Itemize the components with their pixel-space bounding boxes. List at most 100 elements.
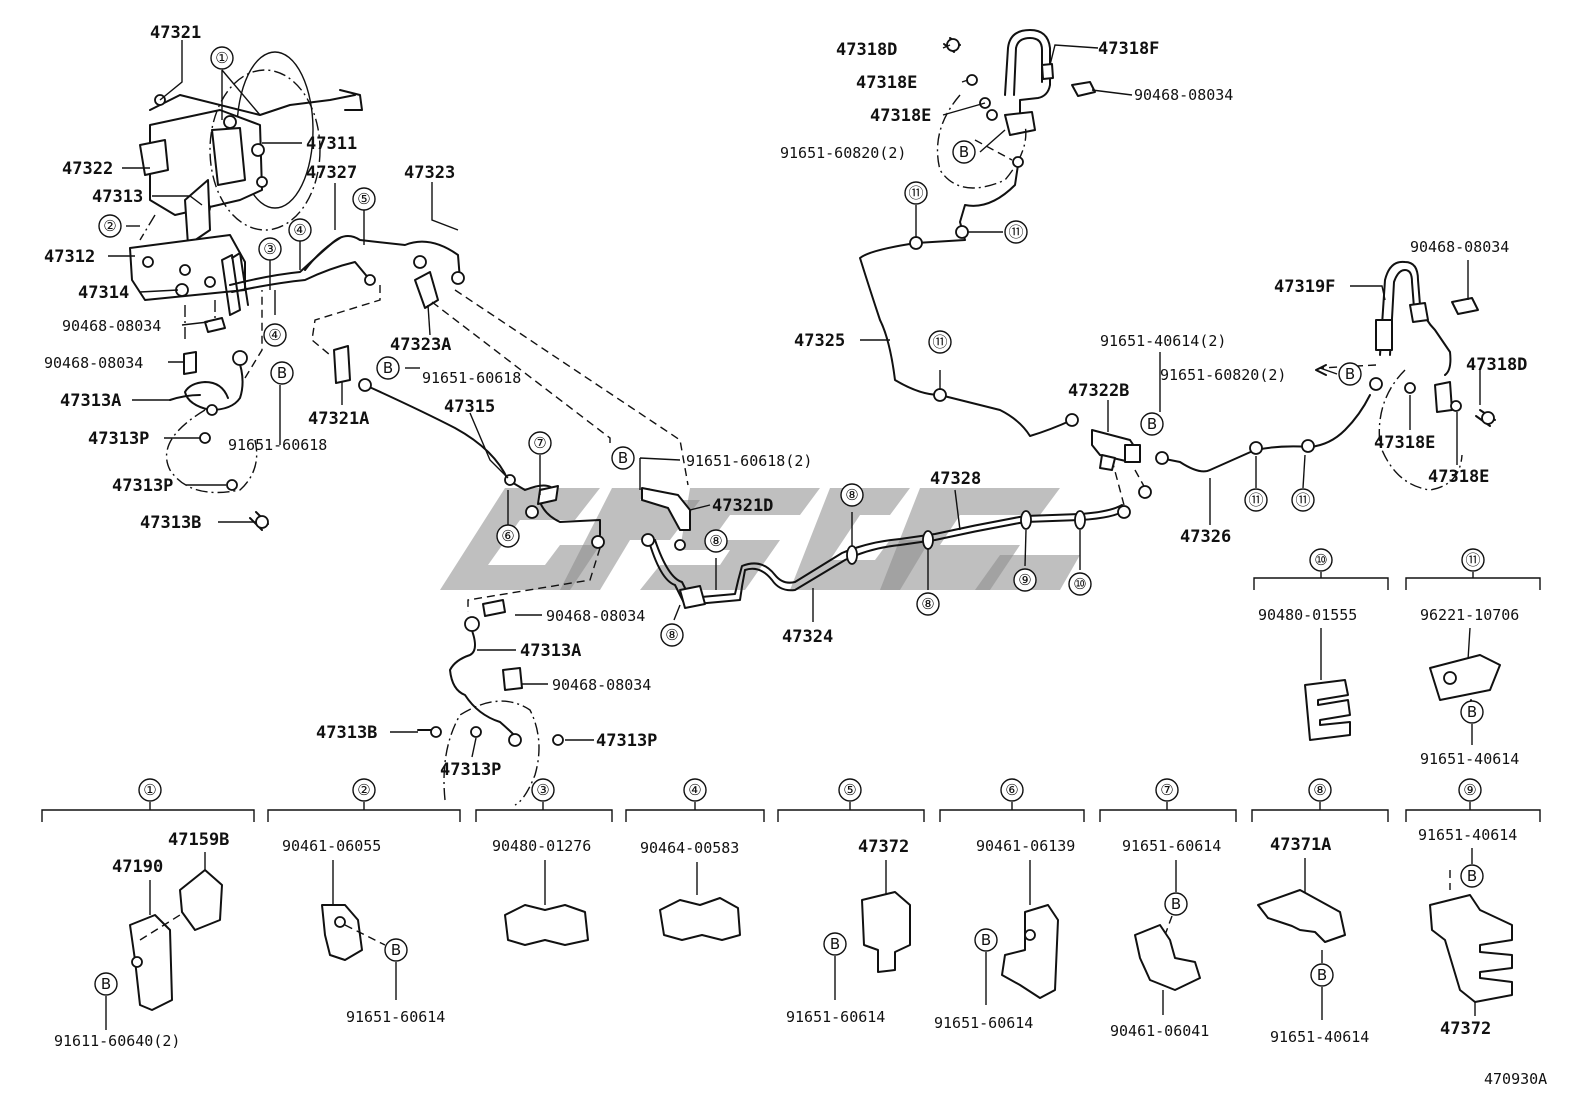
label-47322B: 47322B: [1068, 381, 1129, 401]
ref-6-main: ⑥: [501, 527, 514, 545]
inset-2-bracket: [321, 904, 363, 961]
inset-10: ⑩ 90480-01555: [1253, 548, 1389, 741]
inset-11-b: B: [1467, 703, 1477, 721]
inset-6: ⑥ 90461-06139 B 91651-60614: [934, 778, 1085, 1032]
inset-1-part-b: 47190: [112, 857, 163, 877]
inset-7-bracket: [1134, 924, 1201, 991]
inset-5-part: 47372: [858, 837, 909, 857]
ref-b-d: B: [959, 143, 969, 161]
inset-3-clip: [504, 904, 589, 946]
inset-8-part: 47371A: [1270, 835, 1331, 855]
inset-7-b: B: [1171, 895, 1181, 913]
center-tube-routing: [641, 459, 1152, 609]
label-47313P-a: 47313P: [88, 429, 149, 449]
part-labels: 47321 47311 47322 47313 47327 47323 4731…: [44, 23, 1527, 780]
watermark-logo: [440, 488, 1080, 590]
bolt-47313B-b: [430, 726, 442, 738]
label-47315: 47315: [444, 397, 495, 417]
inset-6-bolt: 91651-60614: [934, 1014, 1033, 1032]
clamp-47323A: [414, 271, 439, 309]
inset-9-bolt: 91651-40614: [1418, 826, 1517, 844]
label-47314: 47314: [78, 283, 129, 303]
label-47328: 47328: [930, 469, 981, 489]
label-47323: 47323: [404, 163, 455, 183]
ref-8-a: ⑧: [709, 532, 722, 550]
inset-5-bolt: 91651-60614: [786, 1008, 885, 1026]
label-47313B-a: 47313B: [140, 513, 201, 533]
label-47318D-a: 47318D: [836, 40, 897, 60]
rear-right-hose-assembly: [1315, 260, 1496, 491]
label-47318D-b: 47318D: [1466, 355, 1527, 375]
label-47312: 47312: [44, 247, 95, 267]
inset-7-ref: ⑦: [1160, 781, 1173, 799]
leader-lines: [108, 40, 1481, 758]
inset-1-bolt: 91611-60640(2): [54, 1032, 180, 1050]
inset-6-ref: ⑥: [1005, 781, 1018, 799]
label-47311: 47311: [306, 134, 357, 154]
inset-8: ⑧ 47371A B 91651-40614: [1251, 778, 1389, 1046]
ref-11-b: ⑪: [1008, 223, 1023, 241]
inset-7-part: 90461-06041: [1110, 1022, 1209, 1040]
label-47313A-a: 47313A: [60, 391, 121, 411]
ref-11-a: ⑪: [908, 184, 923, 202]
label-47313B-b: 47313B: [316, 723, 377, 743]
front-left-hose-assembly: [165, 290, 269, 531]
ref-11-d: ⑪: [1248, 491, 1263, 509]
label-47313P-d: 47313P: [440, 760, 501, 780]
label-47321A: 47321A: [308, 409, 369, 429]
inset-1-part-a: 47159B: [168, 830, 229, 850]
inset-3-part: 90480-01276: [492, 837, 591, 855]
inset-5-clip: [861, 891, 911, 973]
inset-4-ref: ④: [688, 781, 701, 799]
label-91651-60820-b: 91651-60820(2): [1160, 366, 1286, 384]
inset-6-bracket: [1001, 904, 1059, 999]
label-47318E-a: 47318E: [856, 73, 917, 93]
label-47323A: 47323A: [390, 335, 451, 355]
inset-6-part: 90461-06139: [976, 837, 1075, 855]
ref-1-top: ①: [215, 49, 228, 67]
label-47319F: 47319F: [1274, 277, 1335, 297]
inset-3: ③ 90480-01276: [475, 778, 613, 946]
inset-9: ⑨ 91651-40614 B 47372: [1405, 778, 1541, 1039]
inset-1: ① 47159B 47190 B 91611-60640(2): [41, 778, 255, 1050]
label-91651-60618-b: 91651-60618: [422, 369, 521, 387]
label-47313P-c: 47313P: [596, 731, 657, 751]
front-right-hose-assembly: [417, 547, 601, 806]
inset-10-ref: ⑩: [1314, 551, 1327, 569]
inset-8-bolt: 91651-40614: [1270, 1028, 1369, 1046]
ref-8-d: ⑧: [921, 595, 934, 613]
bolt-47313B-a: [255, 515, 269, 529]
master-cylinder-assembly: [129, 51, 363, 340]
label-47318F: 47318F: [1098, 39, 1159, 59]
inset-11: ⑪ 96221-10706 B 91651-40614: [1405, 548, 1541, 768]
label-91651-60618-a: 91651-60618: [228, 436, 327, 454]
label-47318E-b: 47318E: [870, 106, 931, 126]
inset-2-bolt: 91651-60614: [346, 1008, 445, 1026]
label-91651-40614-2: 91651-40614(2): [1100, 332, 1226, 350]
bracket-47321A: [333, 345, 351, 384]
inset-5-b: B: [830, 935, 840, 953]
inset-6-b: B: [981, 931, 991, 949]
ref-9-main: ⑨: [1018, 571, 1031, 589]
label-90468-08034-d: 90468-08034: [552, 676, 651, 694]
inset-4-clip: [659, 897, 741, 941]
ref-b-a: B: [277, 364, 287, 382]
label-47313P-b: 47313P: [112, 476, 173, 496]
inset-4: ④ 90464-00583: [625, 778, 765, 941]
ref-b-c: B: [618, 449, 628, 467]
inset-1-bracket: [179, 869, 223, 931]
label-47313A-b: 47313A: [520, 641, 581, 661]
ref-8-b: ⑧: [665, 626, 678, 644]
inset-10-part: 90480-01555: [1258, 606, 1357, 624]
inset-1-b: B: [101, 975, 111, 993]
ref-b-b: B: [383, 359, 393, 377]
inset-8-clip: [1257, 889, 1346, 943]
inset-4-part: 90464-00583: [640, 839, 739, 857]
label-47318E-c: 47318E: [1374, 433, 1435, 453]
label-47327: 47327: [306, 163, 357, 183]
label-91651-60820-a: 91651-60820(2): [780, 144, 906, 162]
ref-b-e: B: [1147, 415, 1157, 433]
inset-10-clip: [1304, 679, 1351, 741]
inset-7: ⑦ 91651-60614 B 90461-06041: [1099, 778, 1237, 1040]
